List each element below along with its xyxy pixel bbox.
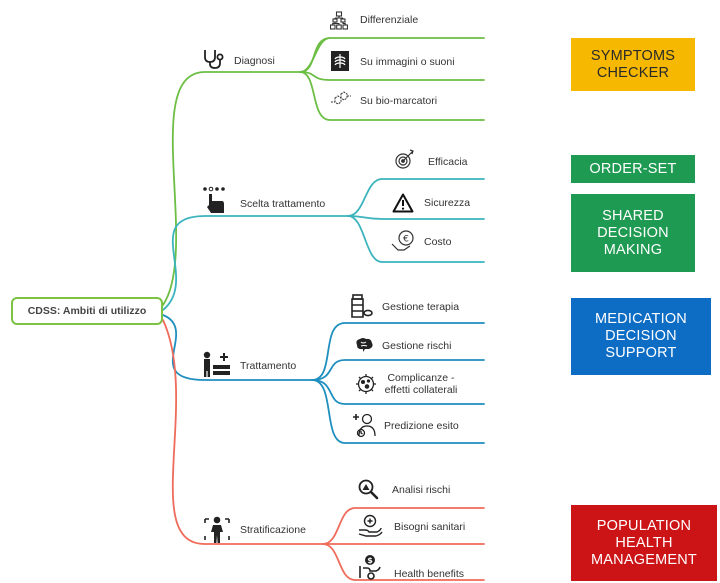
badge-shared-line2: DECISION [597, 224, 669, 241]
xray-icon [331, 51, 349, 71]
brain-icon [356, 338, 373, 352]
connector-root-diagnosi [162, 71, 301, 306]
medicine-bottle-icon [351, 294, 373, 318]
connector-scelta-sicurezza [347, 215, 485, 220]
badge-medication-line1: MEDICATION [595, 311, 687, 327]
money-hand-icon: $ [359, 555, 381, 580]
badge-shared-line3: MAKING [603, 241, 663, 258]
connector-scelta-costo [347, 215, 485, 263]
svg-text:$: $ [367, 556, 373, 565]
leaf-label-biomarcatori: Su bio-marcatori [360, 95, 438, 107]
connector-trattamento-rischi [311, 359, 485, 381]
hierarchy-icon [330, 11, 348, 30]
stethoscope-icon [204, 50, 224, 69]
badge-symptoms-line1: SYMPTOMS [590, 47, 676, 64]
person-target-icon [204, 516, 230, 543]
leaf-label-gestione-terapia: Gestione terapia [382, 301, 460, 313]
badge-population-health-management: POPULATION HEALTH MANAGEMENT [571, 505, 717, 581]
leaf-label-complicanze: Complicanze -effetti collaterali [376, 372, 466, 396]
connector-trattamento-predizione [311, 379, 485, 444]
leaf-label-costo: Costo [424, 236, 452, 248]
badge-medication-line3: SUPPORT [605, 345, 677, 361]
badge-medication-line2: DECISION [605, 328, 677, 344]
doctor-icon [353, 413, 376, 438]
badge-symptoms-checker: SYMPTOMS CHECKER [571, 38, 695, 91]
leaf-label-sicurezza: Sicurezza [424, 197, 471, 209]
connector-strat-health [322, 543, 485, 581]
branch-label-stratificazione: Stratificazione [240, 524, 306, 536]
patient-bed-icon [203, 351, 230, 377]
connector-diagnosi-immagini [299, 71, 485, 81]
virus-icon [356, 374, 376, 394]
badge-medication-decision-support: MEDICATION DECISION SUPPORT [571, 298, 711, 375]
svg-text:€: € [403, 235, 409, 245]
connector-strat-analisi [322, 507, 485, 545]
connector-root-stratificazione [162, 319, 324, 545]
badge-order-set: ORDER-SET [571, 155, 695, 183]
badge-shared-decision-making: SHARED DECISION MAKING [571, 194, 695, 272]
connector-diagnosi-head [299, 37, 485, 73]
leaf-label-efficacia: Efficacia [428, 156, 468, 168]
connector-root-scelta [162, 215, 349, 311]
leaf-label-predizione: Predizione esito [384, 420, 459, 432]
molecule-icon [331, 91, 351, 105]
leaf-label-bisogni: Bisogni sanitari [394, 521, 466, 533]
leaf-label-immagini: Su immagini o suoni [360, 56, 455, 68]
branch-label-trattamento: Trattamento [240, 360, 297, 372]
badge-population-line3: MANAGEMENT [591, 551, 697, 568]
badge-shared-line1: SHARED [602, 207, 664, 224]
branch-label-diagnosi: Diagnosi [234, 55, 275, 67]
warning-icon [392, 193, 414, 213]
leaf-label-complicanze-line2: effetti collaterali [384, 384, 458, 396]
leaf-label-differenziale: Differenziale [360, 14, 419, 26]
leaf-label-complicanze-line1: Complicanze - [387, 372, 455, 384]
target-icon [395, 149, 414, 169]
badge-population-line1: POPULATION [596, 517, 692, 534]
connector-trattamento-complicanze [311, 379, 485, 405]
magnifier-icon [358, 479, 379, 500]
leaf-label-health-benefits: Health benefits [394, 568, 465, 580]
euro-hand-icon: € [391, 230, 414, 251]
badge-population-line2: HEALTH [615, 534, 673, 551]
badge-order-set-line1: ORDER-SET [589, 160, 677, 177]
badge-symptoms-line2: CHECKER [596, 64, 670, 81]
leaf-label-gestione-rischi: Gestione rischi [382, 340, 452, 352]
root-node: CDSS: Ambiti di utilizzo [11, 297, 163, 325]
connector-trattamento-terapia [311, 322, 485, 381]
leaf-label-analisi-rischi: Analisi rischi [392, 484, 451, 496]
care-hand-icon [358, 514, 383, 537]
pointing-hand-icon [203, 186, 225, 213]
branch-label-scelta: Scelta trattamento [240, 198, 326, 210]
connector-scelta-efficacia [347, 178, 485, 217]
connector-diagnosi-biomarcatori [299, 71, 485, 121]
